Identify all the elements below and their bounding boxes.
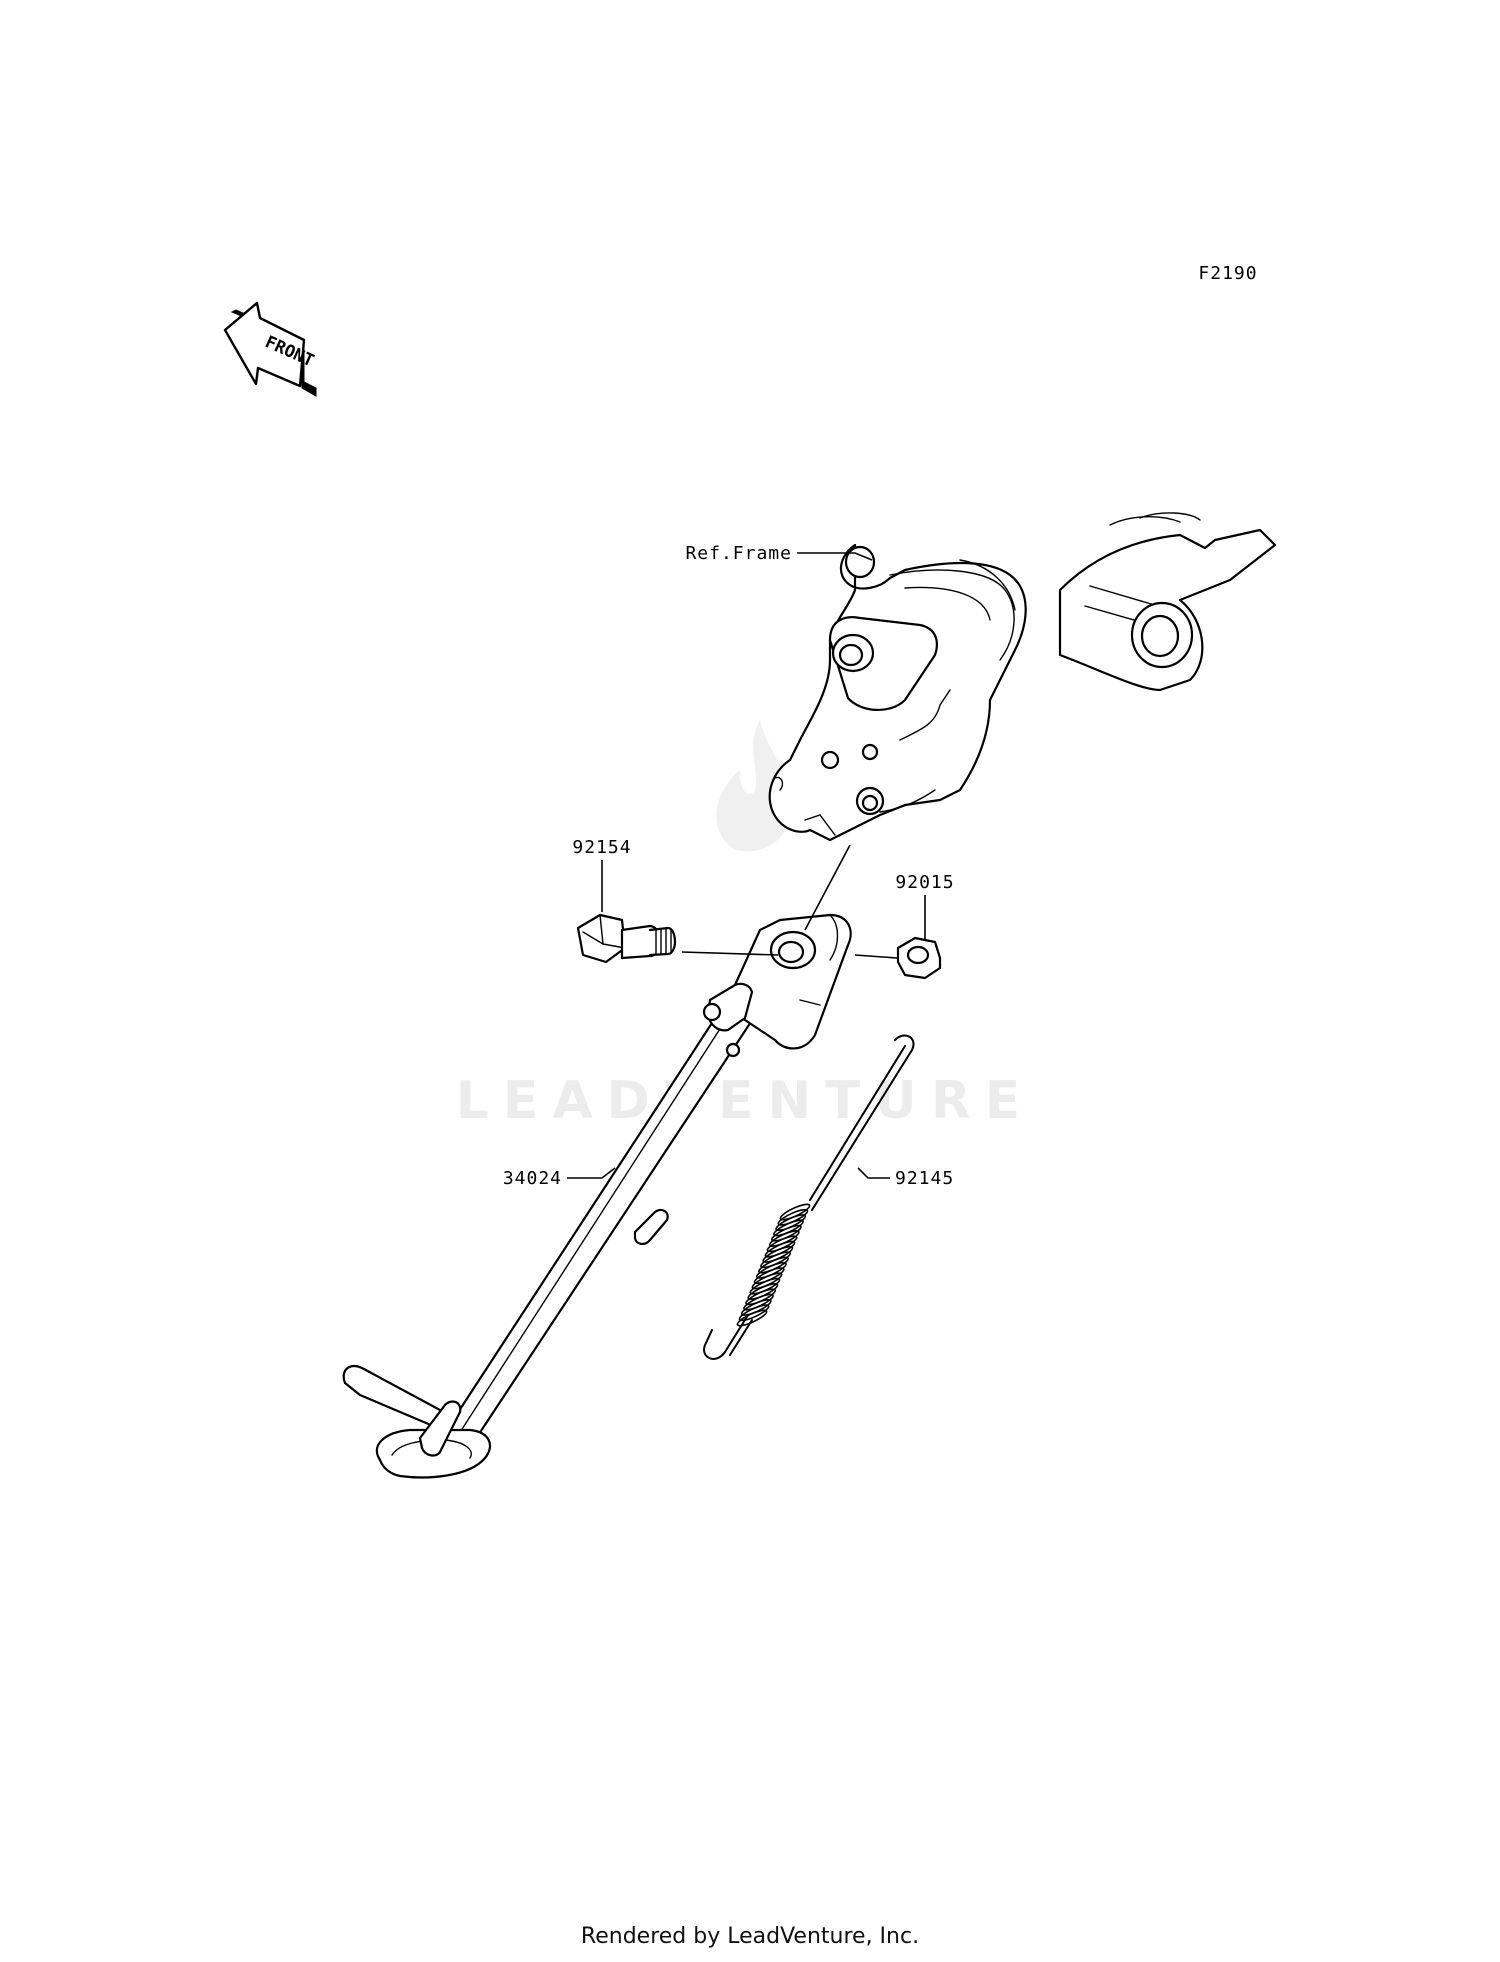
callout-92015: 92015: [895, 872, 954, 893]
spring-coil: [738, 1304, 770, 1322]
watermark: LEADVENTURE: [456, 720, 1035, 1131]
spring-coils: [736, 1203, 811, 1327]
frame-bracket: [768, 512, 1277, 842]
bolt: [576, 913, 677, 964]
spring: [703, 1034, 915, 1360]
diagram-code: F2190: [1198, 263, 1257, 284]
callout-92154: 92154: [572, 837, 631, 858]
leader-lines: [567, 552, 926, 1179]
callout-34024: 34024: [503, 1168, 562, 1189]
callout-ref-frame: Ref.Frame: [685, 543, 792, 564]
watermark-text: LEADVENTURE: [456, 1071, 1035, 1131]
callouts: Ref.Frame 92154 92015 34024 92145: [503, 543, 954, 1189]
footer-credit: Rendered by LeadVenture, Inc.: [580, 1924, 920, 1949]
side-stand: [342, 913, 852, 1479]
callout-92145: 92145: [895, 1168, 954, 1189]
front-arrow-icon: FRONT: [223, 301, 317, 397]
spring-coil: [736, 1309, 768, 1327]
watermark-flame-icon: [716, 720, 793, 852]
nut: [896, 936, 942, 980]
